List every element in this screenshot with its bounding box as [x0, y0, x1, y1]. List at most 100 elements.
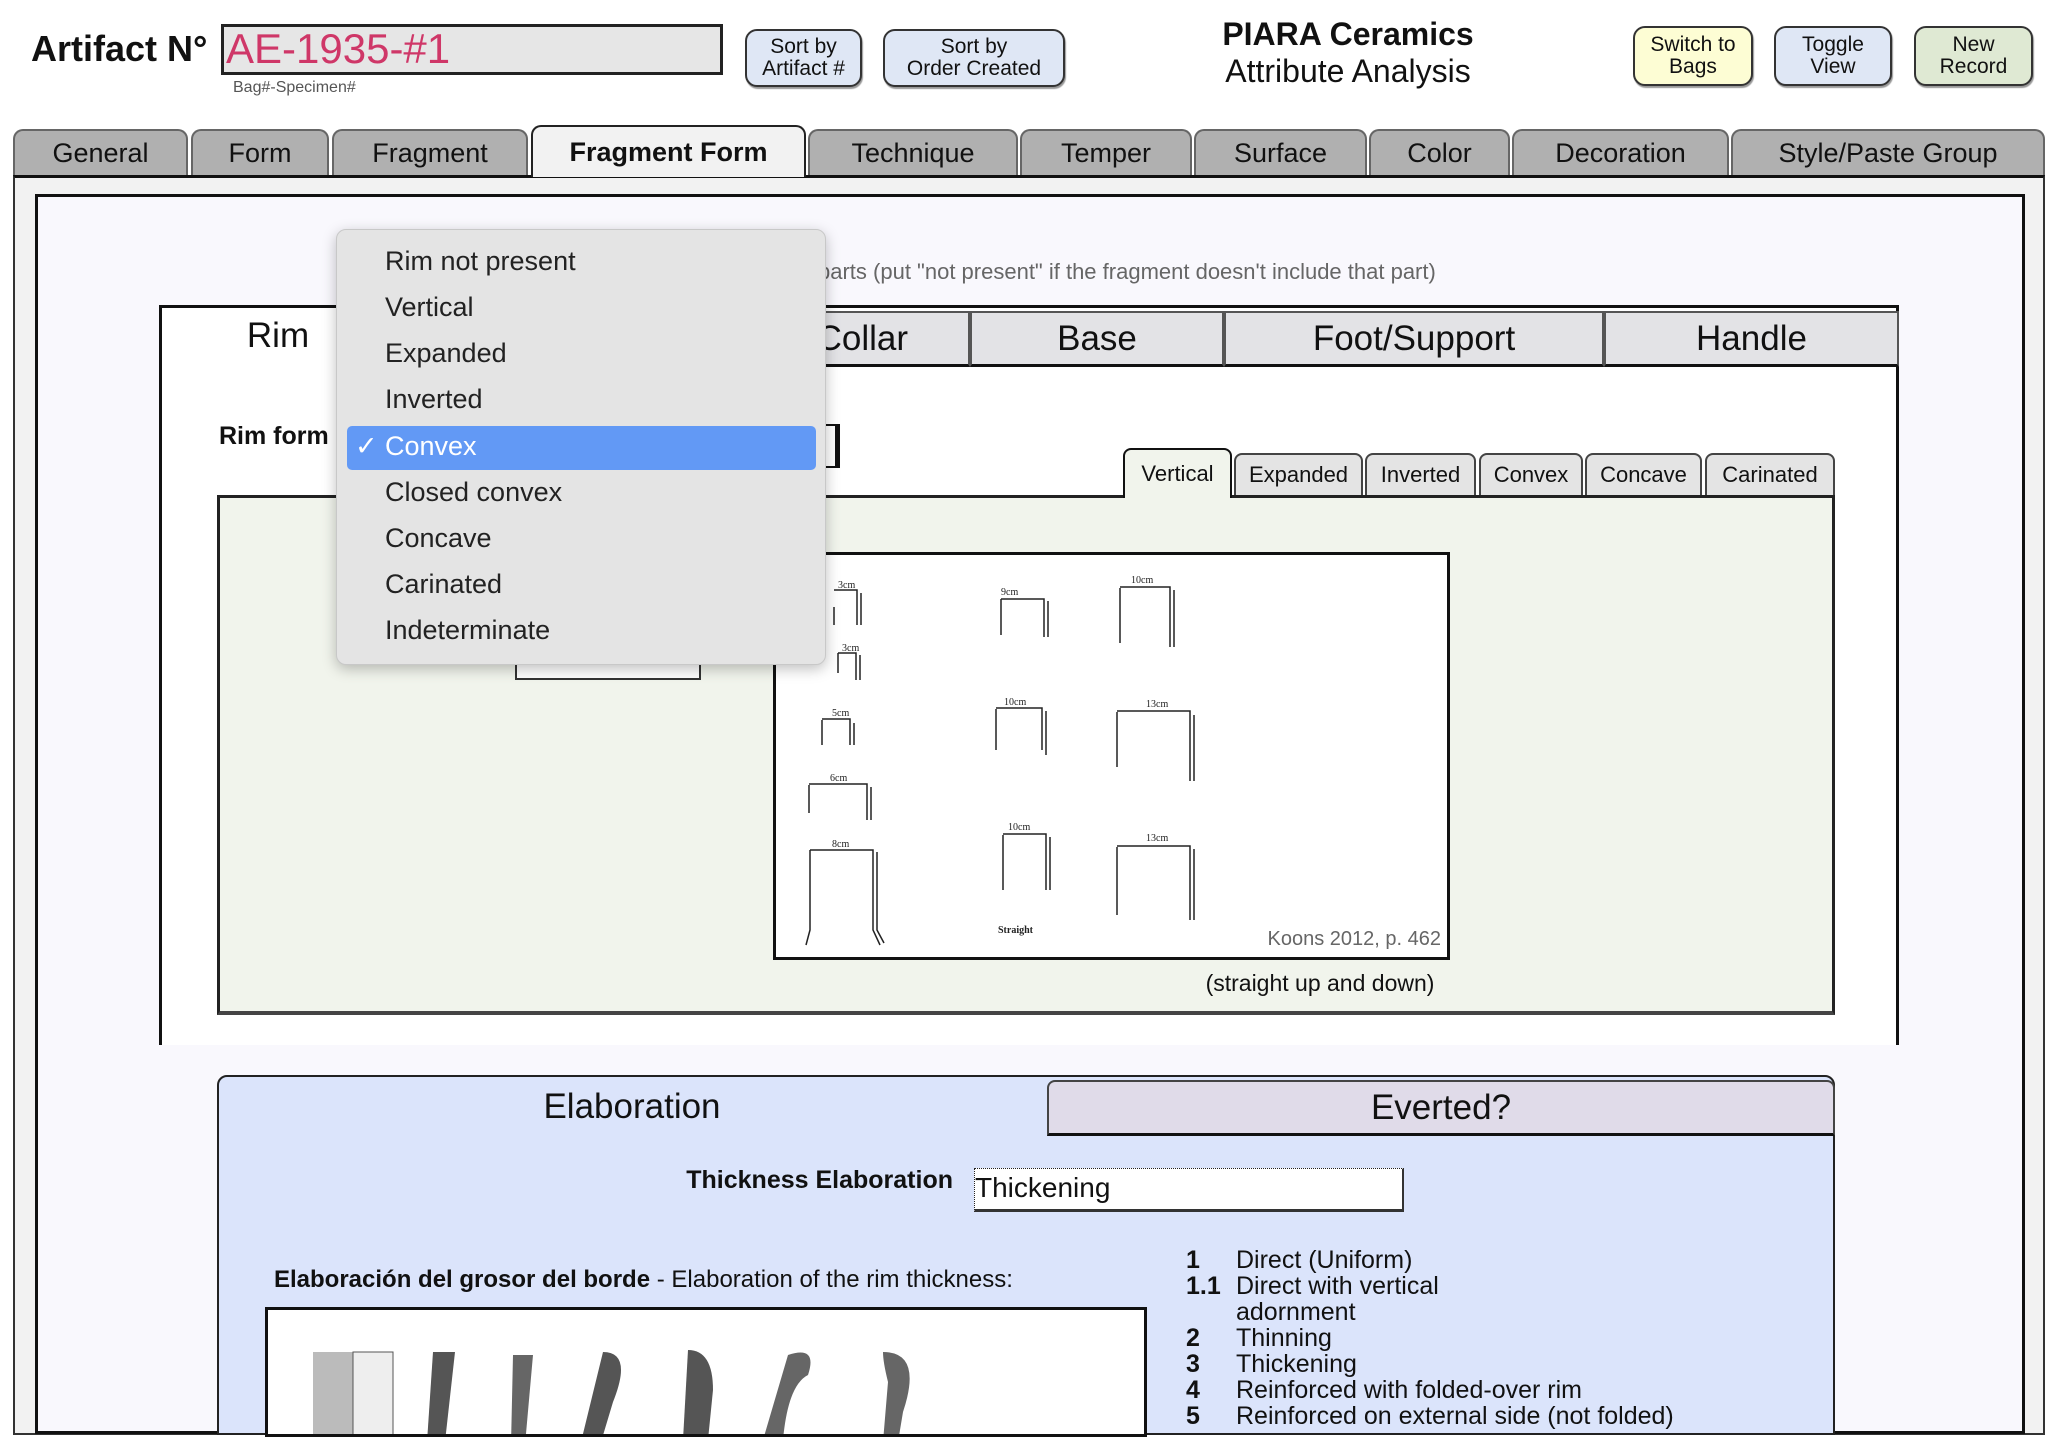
drawing-label: 3cm — [838, 580, 855, 591]
elaboration-illustration — [265, 1307, 1147, 1437]
label: Sort by — [762, 36, 845, 58]
option-concave[interactable]: Concave — [385, 523, 492, 554]
drawing-label: 10cm — [1131, 575, 1153, 586]
tab-form[interactable]: Form — [191, 129, 329, 175]
checkmark-icon: ✓ — [355, 431, 378, 462]
drawing-label: 10cm — [1008, 822, 1030, 833]
drawing-label: 5cm — [832, 708, 849, 719]
text: Direct (Uniform) — [1236, 1247, 1536, 1273]
option-rim-not-present[interactable]: Rim not present — [385, 246, 576, 277]
label: Bags — [1650, 56, 1735, 78]
subtab-concave[interactable]: Concave — [1585, 453, 1702, 495]
tab-handle[interactable]: Handle — [1604, 311, 1899, 367]
rim-profile: 13cm — [1117, 833, 1194, 920]
option-closed-convex[interactable]: Closed convex — [385, 477, 562, 508]
rim-profile: 13cm — [1117, 699, 1194, 781]
rim-drawings: 3cm 3cm 5cm 6cm 8cm 9cm 10cm 10cm 10cm 1… — [776, 555, 1447, 957]
artifact-number-input[interactable]: AE-1935-#1 — [221, 24, 723, 75]
profile-shape — [353, 1352, 393, 1437]
tab-everted[interactable]: Everted? — [1047, 1080, 1835, 1136]
option-convex[interactable]: Convex — [385, 431, 477, 462]
drawing-caption: Straight — [998, 925, 1034, 936]
subtab-convex[interactable]: Convex — [1479, 453, 1583, 495]
label: Sort by — [907, 36, 1041, 58]
subtab-inverted[interactable]: Inverted — [1365, 453, 1476, 495]
text: Direct with vertical adornment — [1236, 1273, 1466, 1325]
rim-profile: 9cm — [1001, 587, 1048, 637]
tab-fragment-form[interactable]: Fragment Form — [531, 125, 806, 177]
tab-fragment[interactable]: Fragment — [332, 129, 528, 175]
code: 1.1 — [1186, 1273, 1221, 1299]
tab-general[interactable]: General — [13, 129, 188, 175]
label: Order Created — [907, 58, 1041, 80]
elaboration-drawings — [268, 1310, 1147, 1437]
tab-elaboration[interactable]: Elaboration — [219, 1078, 1045, 1136]
thickness-elaboration-label: Thickness Elaboration — [553, 1166, 953, 1195]
profile-shape — [313, 1352, 353, 1437]
rim-profile: 10cm — [996, 697, 1046, 755]
profile-shape — [763, 1353, 811, 1437]
vertical-rim-illustration: 3cm 3cm 5cm 6cm 8cm 9cm 10cm 10cm 10cm 1… — [773, 552, 1450, 960]
tab-base[interactable]: Base — [970, 311, 1224, 367]
rim-profile: 6cm — [809, 773, 871, 820]
label: Toggle — [1802, 34, 1864, 56]
tab-technique[interactable]: Technique — [808, 129, 1018, 175]
option-vertical[interactable]: Vertical — [385, 292, 474, 323]
tab-style-paste-group[interactable]: Style/Paste Group — [1731, 129, 2045, 175]
option-carinated[interactable]: Carinated — [385, 569, 502, 600]
desc-text: - Elaboration of the rim thickness: — [650, 1266, 1013, 1293]
drawing-label: 13cm — [1146, 699, 1168, 710]
tab-decoration[interactable]: Decoration — [1512, 129, 1729, 175]
subtab-expanded[interactable]: Expanded — [1234, 453, 1363, 495]
artifact-label: Artifact N° — [31, 28, 207, 70]
rim-profile: 3cm — [834, 580, 861, 625]
profile-shape — [511, 1355, 533, 1437]
rim-profile: 10cm — [1003, 822, 1050, 890]
profile-shape — [883, 1352, 910, 1437]
rim-caption: (straight up and down) — [1200, 970, 1440, 997]
code: 4 — [1186, 1377, 1200, 1403]
code: 2 — [1186, 1325, 1200, 1351]
rim-profile: 3cm — [838, 643, 860, 680]
rim-profile: 8cm — [806, 839, 884, 945]
drawing-label: 8cm — [832, 839, 849, 850]
option-expanded[interactable]: Expanded — [385, 338, 507, 369]
rim-profile: 10cm — [1120, 575, 1174, 647]
label: New — [1940, 34, 2008, 56]
label: View — [1802, 56, 1864, 78]
artifact-hint: Bag#-Specimen# — [233, 79, 356, 97]
drawing-label: 9cm — [1001, 587, 1018, 598]
option-indeterminate[interactable]: Indeterminate — [385, 615, 550, 646]
code: 5 — [1186, 1403, 1200, 1429]
tab-color[interactable]: Color — [1369, 129, 1510, 175]
subtab-vertical[interactable]: Vertical — [1123, 448, 1232, 498]
title: PIARA Ceramics — [1148, 16, 1548, 53]
text: Reinforced with folded-over rim — [1236, 1377, 1736, 1403]
tab-surface[interactable]: Surface — [1194, 129, 1367, 175]
code: 3 — [1186, 1351, 1200, 1377]
subtab-carinated[interactable]: Carinated — [1705, 453, 1835, 495]
label: Artifact # — [762, 58, 845, 80]
option-inverted[interactable]: Inverted — [385, 384, 483, 415]
drawing-label: 10cm — [1004, 697, 1026, 708]
text: Thickening — [1236, 1351, 1536, 1377]
rim-form-dropdown-menu[interactable]: Rim not present Vertical Expanded Invert… — [336, 229, 826, 665]
thickness-elaboration-field[interactable]: Thickening — [974, 1168, 1404, 1212]
profile-shape — [427, 1352, 455, 1437]
label: Record — [1940, 56, 2008, 78]
drawing-label: 6cm — [830, 773, 847, 784]
elaboration-description: Elaboración del grosor del borde - Elabo… — [274, 1266, 1013, 1294]
image-credit: Koons 2012, p. 462 — [1268, 928, 1441, 951]
desc-bold: Elaboración del grosor del borde — [274, 1266, 650, 1293]
tab-foot-support[interactable]: Foot/Support — [1224, 311, 1604, 367]
profile-shape — [581, 1352, 621, 1437]
tab-temper[interactable]: Temper — [1020, 129, 1192, 175]
drawing-label: 13cm — [1146, 833, 1168, 844]
